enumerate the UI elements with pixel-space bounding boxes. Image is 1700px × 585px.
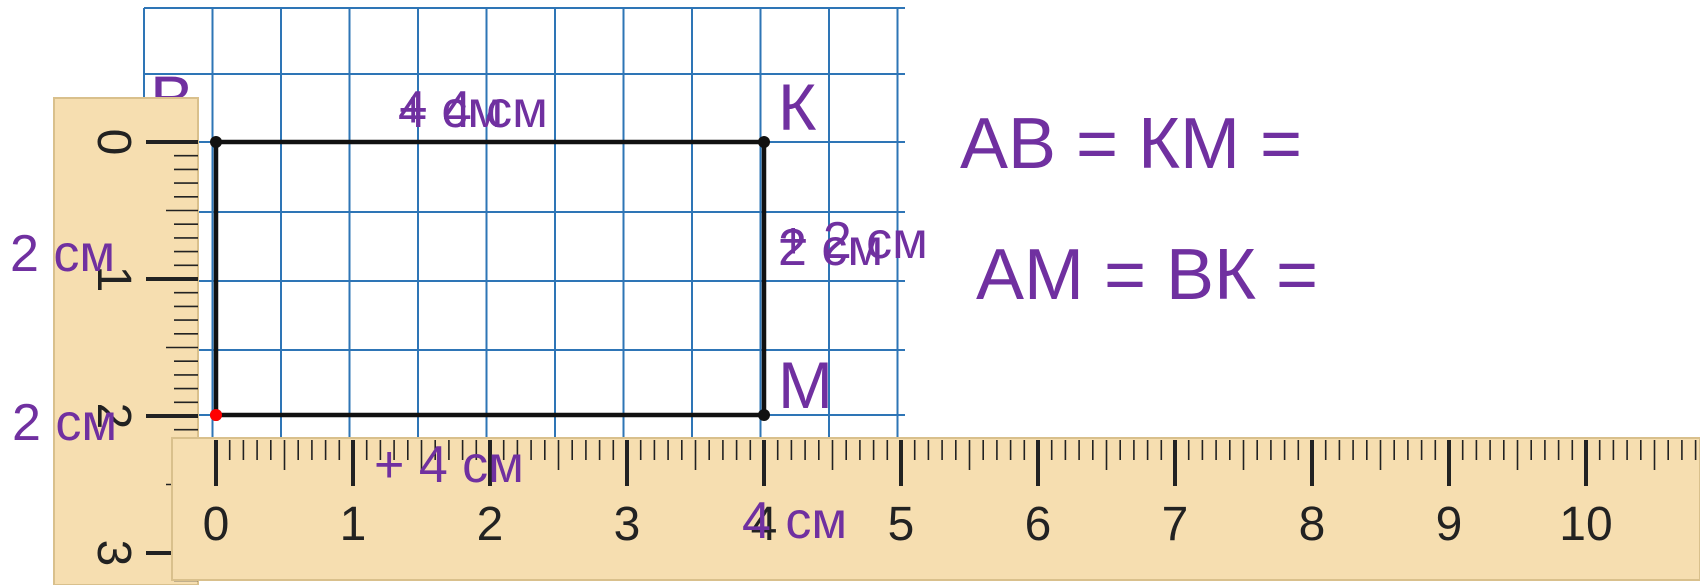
horizontal-ruler-body bbox=[171, 437, 1700, 581]
left-side-length: 2 см bbox=[10, 225, 115, 283]
horizontal-ruler-numbers: 0 1 2 3 4 5 6 7 8 9 10 11 bbox=[203, 498, 1700, 551]
ruler-number: 5 bbox=[888, 498, 915, 551]
ruler-number: 6 bbox=[1025, 498, 1052, 551]
vertex-m-label: М bbox=[778, 348, 833, 422]
rectangle-abkm bbox=[210, 136, 770, 421]
ruler-number: 1 bbox=[87, 266, 140, 293]
horizontal-ruler: 0 1 2 3 4 5 6 7 8 9 10 11 bbox=[171, 437, 1700, 581]
grid-paper bbox=[143, 7, 905, 438]
bottom-side-length: 4 см bbox=[742, 492, 847, 550]
bottom-side-length-added: + 4 см bbox=[374, 436, 524, 494]
vertex-k-label: К bbox=[778, 70, 817, 144]
ruler-number: 7 bbox=[1162, 498, 1189, 551]
equation-ab-km: АВ = КМ = bbox=[960, 104, 1302, 184]
horizontal-ruler-ticks bbox=[214, 440, 1697, 486]
top-side-length-added: + 4 см bbox=[398, 81, 548, 139]
ruler-number: 3 bbox=[87, 540, 140, 567]
right-side-length-added: + 2 см bbox=[778, 212, 928, 270]
vertex-k-dot bbox=[758, 136, 770, 148]
equation-am-bk: АМ = ВК = bbox=[976, 235, 1318, 315]
ruler-number: 3 bbox=[614, 498, 641, 551]
ruler-number: 0 bbox=[87, 129, 140, 156]
ruler-number: 8 bbox=[1299, 498, 1326, 551]
ruler-number: 2 bbox=[477, 498, 504, 551]
ruler-number: 1 bbox=[340, 498, 367, 551]
rectangle-outline bbox=[213, 139, 767, 418]
ruler-number: 9 bbox=[1436, 498, 1463, 551]
ruler-number: 10 bbox=[1559, 498, 1612, 551]
right-side-length: 2 см bbox=[778, 219, 883, 277]
vertical-ruler-numbers: 0 1 2 3 bbox=[87, 129, 140, 567]
top-side-length: 4 см bbox=[398, 81, 503, 139]
ruler-number: 4 bbox=[751, 498, 778, 551]
ruler-number: 11 bbox=[1698, 498, 1700, 551]
vertex-b-dot bbox=[210, 136, 222, 148]
left-side-length-bottom: 2 см bbox=[12, 394, 117, 452]
ruler-number: 0 bbox=[203, 498, 230, 551]
ruler-number: 2 bbox=[87, 403, 140, 430]
start-point-a bbox=[210, 409, 222, 421]
vertex-m-dot bbox=[758, 409, 770, 421]
